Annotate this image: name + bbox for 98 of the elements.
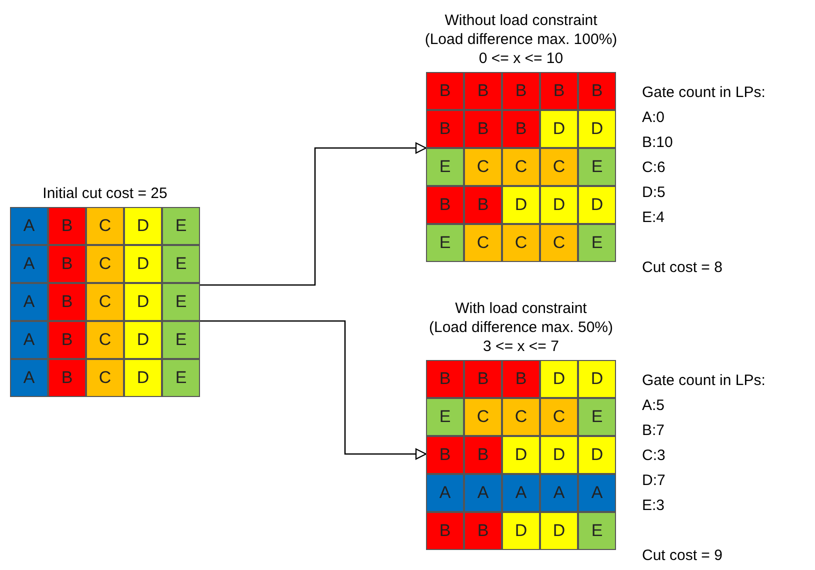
partition-cell: C [540,398,578,436]
partition-cell: A [540,474,578,512]
partition-cell: D [578,186,616,224]
partition-cell: D [124,321,162,359]
gate-count-text: A:0 [642,108,665,128]
partition-cell: C [540,148,578,186]
gate-count-text: D:5 [642,183,666,203]
partition-cell: C [464,148,502,186]
partition-cell: B [48,207,86,245]
partition-cell: C [86,283,124,321]
gate-count-text: C:6 [642,158,666,178]
partition-cell: D [540,110,578,148]
gate-count-text: E:3 [642,496,665,516]
partition-cell: C [86,245,124,283]
grid-title: Initial cut cost = 25 [42,184,168,203]
partition-cell: B [426,110,464,148]
partition-cell: E [162,359,200,397]
partition-cell: E [578,224,616,262]
partition-cell: E [162,283,200,321]
arrow [200,142,427,286]
grid-title: (Load difference max. 50%) [429,318,613,337]
partition-cell: C [540,224,578,262]
partition-cell: C [86,207,124,245]
grid-title: 0 <= x <= 10 [478,49,564,68]
gate-count-text: E:4 [642,208,665,228]
partition-cell: B [540,72,578,110]
partition-cell: B [48,245,86,283]
partition-cell: B [426,360,464,398]
partition-cell: B [502,360,540,398]
gate-count-heading: Gate count in LPs: [642,371,766,391]
partition-cell: E [162,207,200,245]
gate-count-text: B:7 [642,421,665,441]
partition-cell: C [464,398,502,436]
partition-cell: B [502,110,540,148]
partition-cell: E [162,245,200,283]
partition-cell: B [48,321,86,359]
partition-cell: D [540,512,578,550]
partition-cell: D [124,359,162,397]
partition-cell: C [502,148,540,186]
partition-cell: A [426,474,464,512]
grid-title: 3 <= x <= 7 [483,337,559,356]
partition-cell: E [578,398,616,436]
partition-cell: E [578,512,616,550]
cut-cost-text: Cut cost = 9 [642,546,722,566]
partition-cell: E [162,321,200,359]
partition-cell: C [86,359,124,397]
partition-cell: D [124,283,162,321]
partition-cell: D [502,512,540,550]
cut-cost-text: Cut cost = 8 [642,258,722,278]
partition-cell: B [48,359,86,397]
partition-cell: A [464,474,502,512]
partition-cell: B [426,72,464,110]
partition-cell: A [10,359,48,397]
partition-cell: B [48,283,86,321]
partition-cell: D [578,110,616,148]
partition-cell: E [426,398,464,436]
partition-cell: C [502,398,540,436]
partition-cell: A [10,207,48,245]
partition-cell: D [502,436,540,474]
partition-cell: C [502,224,540,262]
partition-cell: C [464,224,502,262]
partition-cell: A [10,245,48,283]
partition-cell: D [124,207,162,245]
partition-cell: B [464,186,502,224]
partition-cell: B [464,72,502,110]
partition-cell: B [464,436,502,474]
partition-cell: A [502,474,540,512]
partition-cell: D [540,436,578,474]
partition-cell: A [10,321,48,359]
partition-cell: D [124,245,162,283]
gate-count-text: D:7 [642,471,666,491]
partition-cell: B [426,436,464,474]
gate-count-text: A:5 [642,396,665,416]
partition-cell: B [578,72,616,110]
gate-count-heading: Gate count in LPs: [642,83,766,103]
partition-cell: B [464,360,502,398]
partition-cell: E [426,224,464,262]
partition-cell: D [578,436,616,474]
gate-count-text: B:10 [642,133,673,153]
partition-cell: D [540,186,578,224]
grid-title: With load constraint [455,299,587,318]
partition-cell: C [86,321,124,359]
partition-cell: A [10,283,48,321]
partition-cell: B [464,512,502,550]
partition-cell: E [426,148,464,186]
grid-title: (Load difference max. 100%) [424,30,618,49]
partition-cell: A [578,474,616,512]
partition-cell: E [578,148,616,186]
grid-title: Without load constraint [444,11,598,30]
partition-cell: D [502,186,540,224]
partition-cell: D [540,360,578,398]
partition-cell: B [426,186,464,224]
partition-cell: D [578,360,616,398]
partition-cell: B [464,110,502,148]
partition-cell: B [426,512,464,550]
arrow [200,320,427,460]
partition-cell: B [502,72,540,110]
gate-count-text: C:3 [642,446,666,466]
